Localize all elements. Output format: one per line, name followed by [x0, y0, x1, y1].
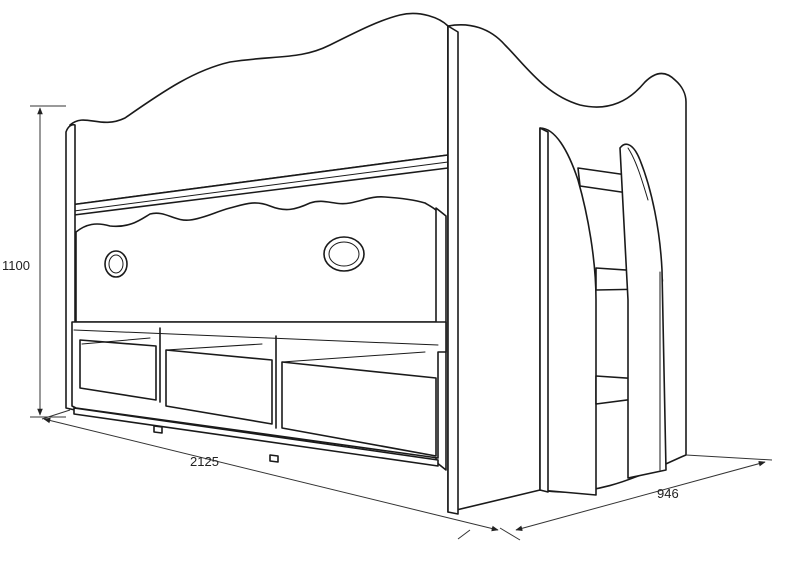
depth-label: 946 — [657, 486, 679, 501]
upper-wavy-panel — [69, 12, 449, 206]
dimension-height: 1100 — [2, 105, 66, 418]
ladder[interactable] — [539, 127, 667, 496]
drawer-1[interactable] — [79, 339, 157, 401]
ladder-front-rail — [619, 143, 667, 479]
length-label: 2125 — [190, 454, 219, 469]
lower-wavy-panel — [75, 196, 441, 323]
bed-frame — [65, 12, 449, 471]
dimension-depth: 946 — [499, 454, 773, 541]
left-porthole — [104, 250, 128, 278]
height-label: 1100 — [2, 258, 30, 273]
ladder-back-rail — [539, 127, 597, 496]
dimension-length: 2125 — [41, 409, 499, 540]
